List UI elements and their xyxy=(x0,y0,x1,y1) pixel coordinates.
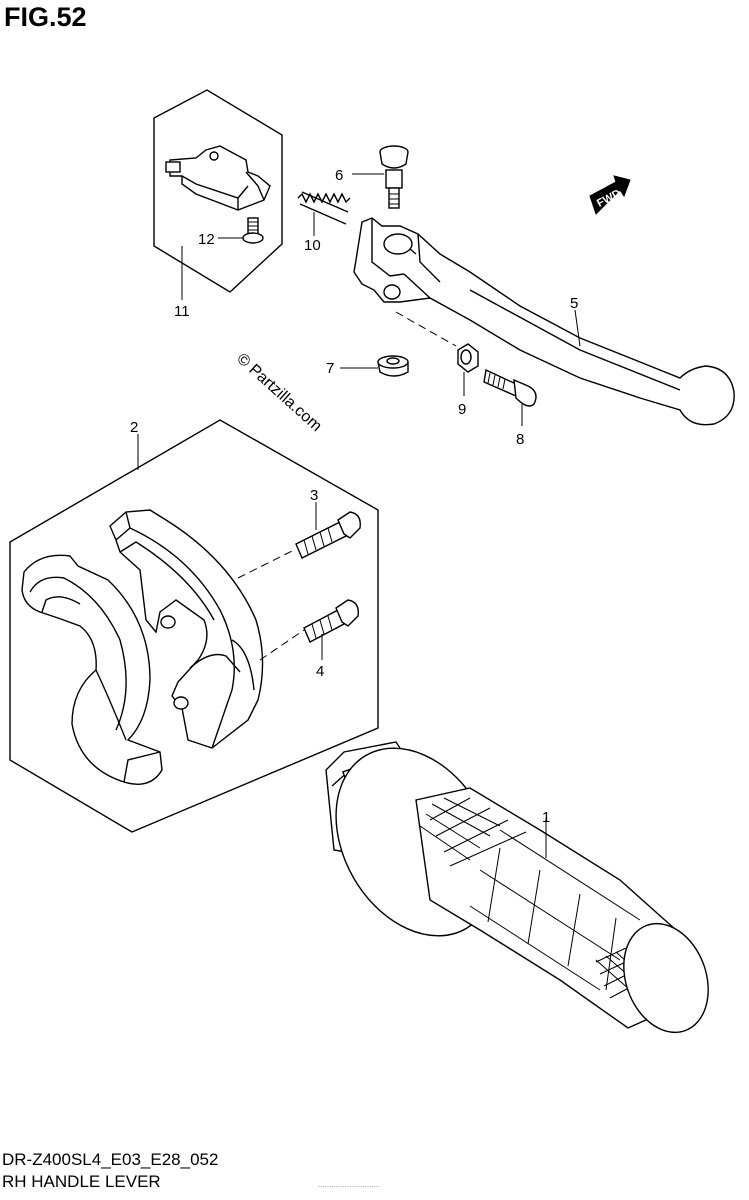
part-label-9: 9 xyxy=(458,401,466,418)
part-label-11: 11 xyxy=(174,303,190,320)
part-label-7: 7 xyxy=(326,360,334,377)
part-label-3: 3 xyxy=(310,487,318,504)
watermark-text: © Partzilla.com xyxy=(233,350,324,435)
upper-holder xyxy=(109,509,264,749)
part-label-8: 8 xyxy=(516,431,524,448)
part-label-4: 4 xyxy=(316,663,324,680)
part-label-10: 10 xyxy=(304,237,321,254)
lever-spring xyxy=(297,191,351,236)
brake-lever xyxy=(353,217,735,426)
lever-locknut xyxy=(457,343,479,396)
footer-small-text: ............................ xyxy=(318,1180,381,1189)
lever-bolt xyxy=(483,368,537,426)
holder-assembly-box xyxy=(9,419,379,833)
grip-mesh-pattern xyxy=(419,797,641,999)
part-label-6: 6 xyxy=(335,167,343,184)
part-label-2: 2 xyxy=(130,419,138,436)
holder-screw-lower xyxy=(303,599,359,660)
lever-nut xyxy=(340,355,409,377)
part-label-1: 1 xyxy=(542,809,550,826)
footer-model-code: DR-Z400SL4_E03_E28_052 xyxy=(2,1150,219,1169)
lower-holder xyxy=(21,554,163,785)
figure-title: FIG.52 xyxy=(4,2,87,32)
pivot-bolt xyxy=(352,145,409,209)
handlebar-grip xyxy=(325,741,709,1034)
forward-arrow-icon: FWD xyxy=(589,175,631,215)
part-label-12: 12 xyxy=(198,231,215,248)
holder-screw-upper xyxy=(295,502,361,559)
switch-assembly-box xyxy=(153,89,283,300)
footer-section-name: RH HANDLE LEVER xyxy=(2,1172,161,1191)
part-label-5: 5 xyxy=(570,295,578,312)
